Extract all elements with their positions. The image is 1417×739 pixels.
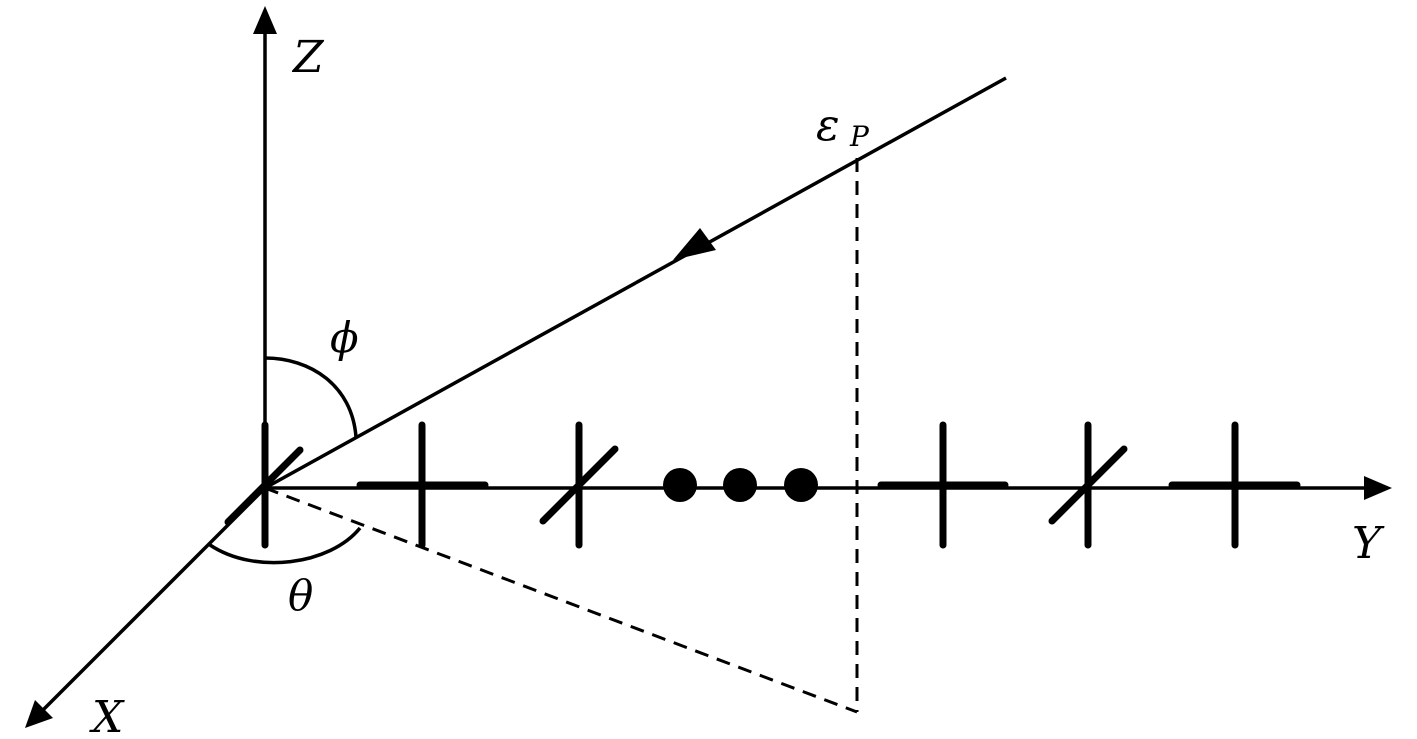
phi-arc: [264, 356, 358, 438]
antenna-element-3: [539, 421, 619, 549]
theta-arc: [209, 526, 362, 565]
z-axis-arrowhead: [253, 6, 277, 34]
z-axis-label: Z: [291, 32, 325, 83]
antenna-element-n-2: [877, 421, 1009, 549]
incident-ray-arrowhead: [673, 228, 716, 260]
phi-label: ϕ: [330, 313, 359, 362]
source-subscript: P: [849, 120, 870, 153]
ellipsis-dots: [663, 468, 818, 502]
projection-ground-dashed: [264, 486, 858, 714]
source-symbol: ε: [816, 100, 840, 151]
x-axis: [38, 486, 267, 715]
antenna-element-origin: [224, 421, 304, 549]
theta-label: θ: [288, 571, 313, 620]
antenna-element-n: [1168, 421, 1301, 549]
antenna-element-2: [356, 421, 489, 549]
x-axis-arrowhead: [25, 700, 53, 728]
y-axis-arrowhead: [1364, 476, 1392, 500]
incident-ray: [264, 76, 1007, 490]
y-axis-label: Y: [1352, 518, 1385, 569]
x-axis-label: X: [89, 692, 125, 739]
antenna-element-n-1: [1048, 421, 1128, 549]
